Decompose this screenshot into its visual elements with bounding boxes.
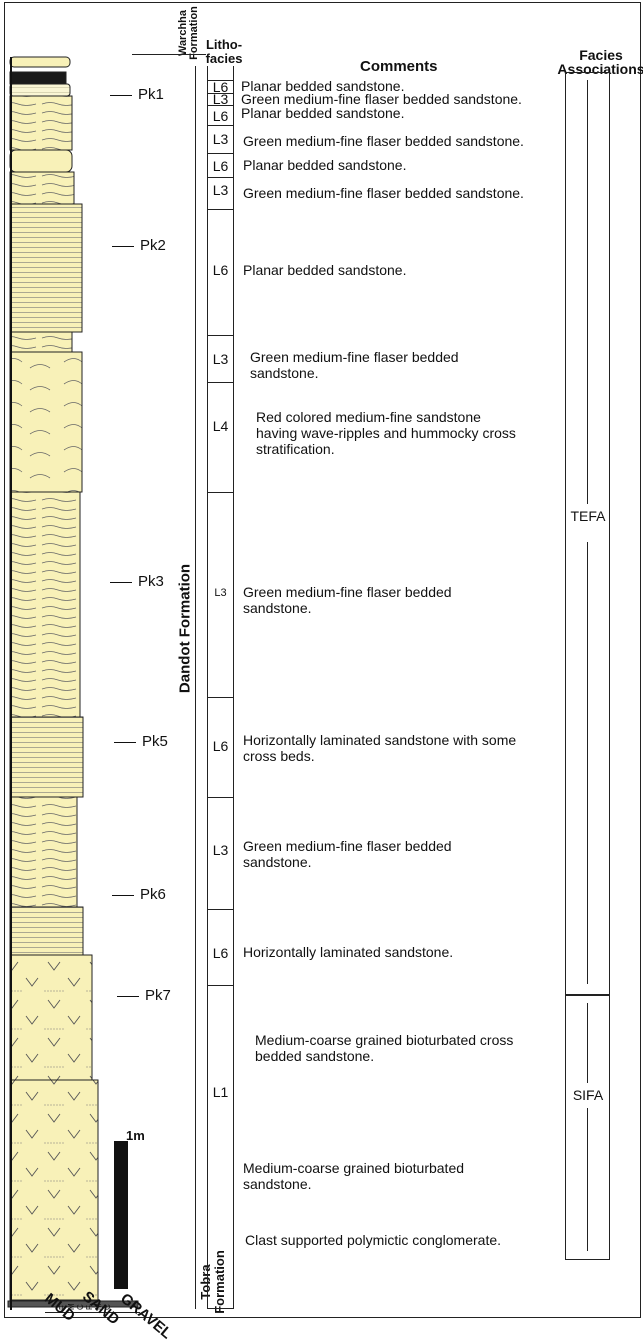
stratigraphic-column [7, 56, 139, 1310]
facies-line [587, 1108, 588, 1251]
lithofacies-column [207, 66, 234, 1309]
facies-association-box [565, 72, 610, 995]
comment: Medium-coarse grained bioturbated sandst… [243, 1160, 465, 1192]
comment: Green medium-fine flaser bedded sandston… [243, 838, 452, 870]
lithofacies-cell: L6 [207, 80, 234, 94]
sample-marker-pk7: Pk7 [117, 987, 171, 1004]
sample-marker-pk2: Pk2 [112, 237, 166, 254]
sample-marker-pk1: Pk1 [110, 86, 164, 103]
comment: Planar bedded sandstone. [241, 105, 405, 121]
sample-marker-pk3: Pk3 [110, 573, 164, 590]
scale-bar [114, 1141, 128, 1289]
scale-label: 1m [126, 1128, 145, 1143]
facies-label-sifa: SIFA [572, 1087, 604, 1103]
comment: Red colored medium-fine sandstone having… [256, 409, 516, 457]
lithofacies-cell: L6 [207, 909, 234, 985]
comment: Green medium-fine flaser bedded sandston… [243, 584, 452, 616]
comment: Horizontally laminated sandstone with so… [243, 732, 517, 764]
comment: Green medium-fine flaser bedded sandston… [243, 185, 524, 201]
facies-label-tefa: TEFA [570, 508, 606, 524]
dandot-formation-label: Dandot Formation [176, 563, 194, 694]
lithofacies-cell: L6 [207, 105, 234, 125]
lithofacies-header: Litho-facies [205, 37, 243, 66]
lithofacies-cell: L3 [207, 92, 234, 106]
comment: Green medium-fine flaser bedded sandston… [243, 133, 524, 149]
figure-frame [4, 2, 641, 1318]
comment: Medium-coarse grained bioturbated cross … [255, 1032, 514, 1064]
comment: Green medium-fine flaser bedded sandston… [241, 91, 522, 107]
comment: Planar bedded sandstone. [243, 157, 407, 173]
facies-line [587, 542, 588, 984]
comment: Green medium-fine flaser bedded sandston… [250, 349, 459, 381]
sample-marker-pk5: Pk5 [114, 733, 168, 750]
comments-header: Comments [360, 58, 438, 75]
lithofacies-cell: L3 [207, 125, 234, 153]
lithofacies-cell: L3 [207, 177, 234, 209]
lithofacies-cell: L6 [207, 697, 234, 797]
comment: Planar bedded sandstone. [241, 78, 405, 94]
dandot-divider [195, 66, 196, 1309]
sample-marker-pk6: Pk6 [112, 886, 166, 903]
lithofacies-cell: L3 [207, 492, 234, 697]
grain-size-baseline [45, 1312, 140, 1313]
lithofacies-cell: L4 [207, 382, 234, 492]
comment: Horizontally laminated sandstone. [243, 944, 454, 960]
facies-line [587, 80, 588, 504]
comment: Planar bedded sandstone. [243, 262, 407, 278]
facies-association-box [565, 995, 610, 1260]
lithofacies-cell: L6 [207, 153, 234, 177]
lithofacies-cell: L1 [207, 985, 234, 1309]
comment: Clast supported polymictic conglomerate. [245, 1232, 502, 1248]
lithofacies-cell: L3 [207, 797, 234, 909]
facies-line [587, 1003, 588, 1083]
lithofacies-cell: L6 [207, 209, 234, 335]
warchha-line [132, 54, 206, 55]
lithofacies-cell: L3 [207, 335, 234, 382]
